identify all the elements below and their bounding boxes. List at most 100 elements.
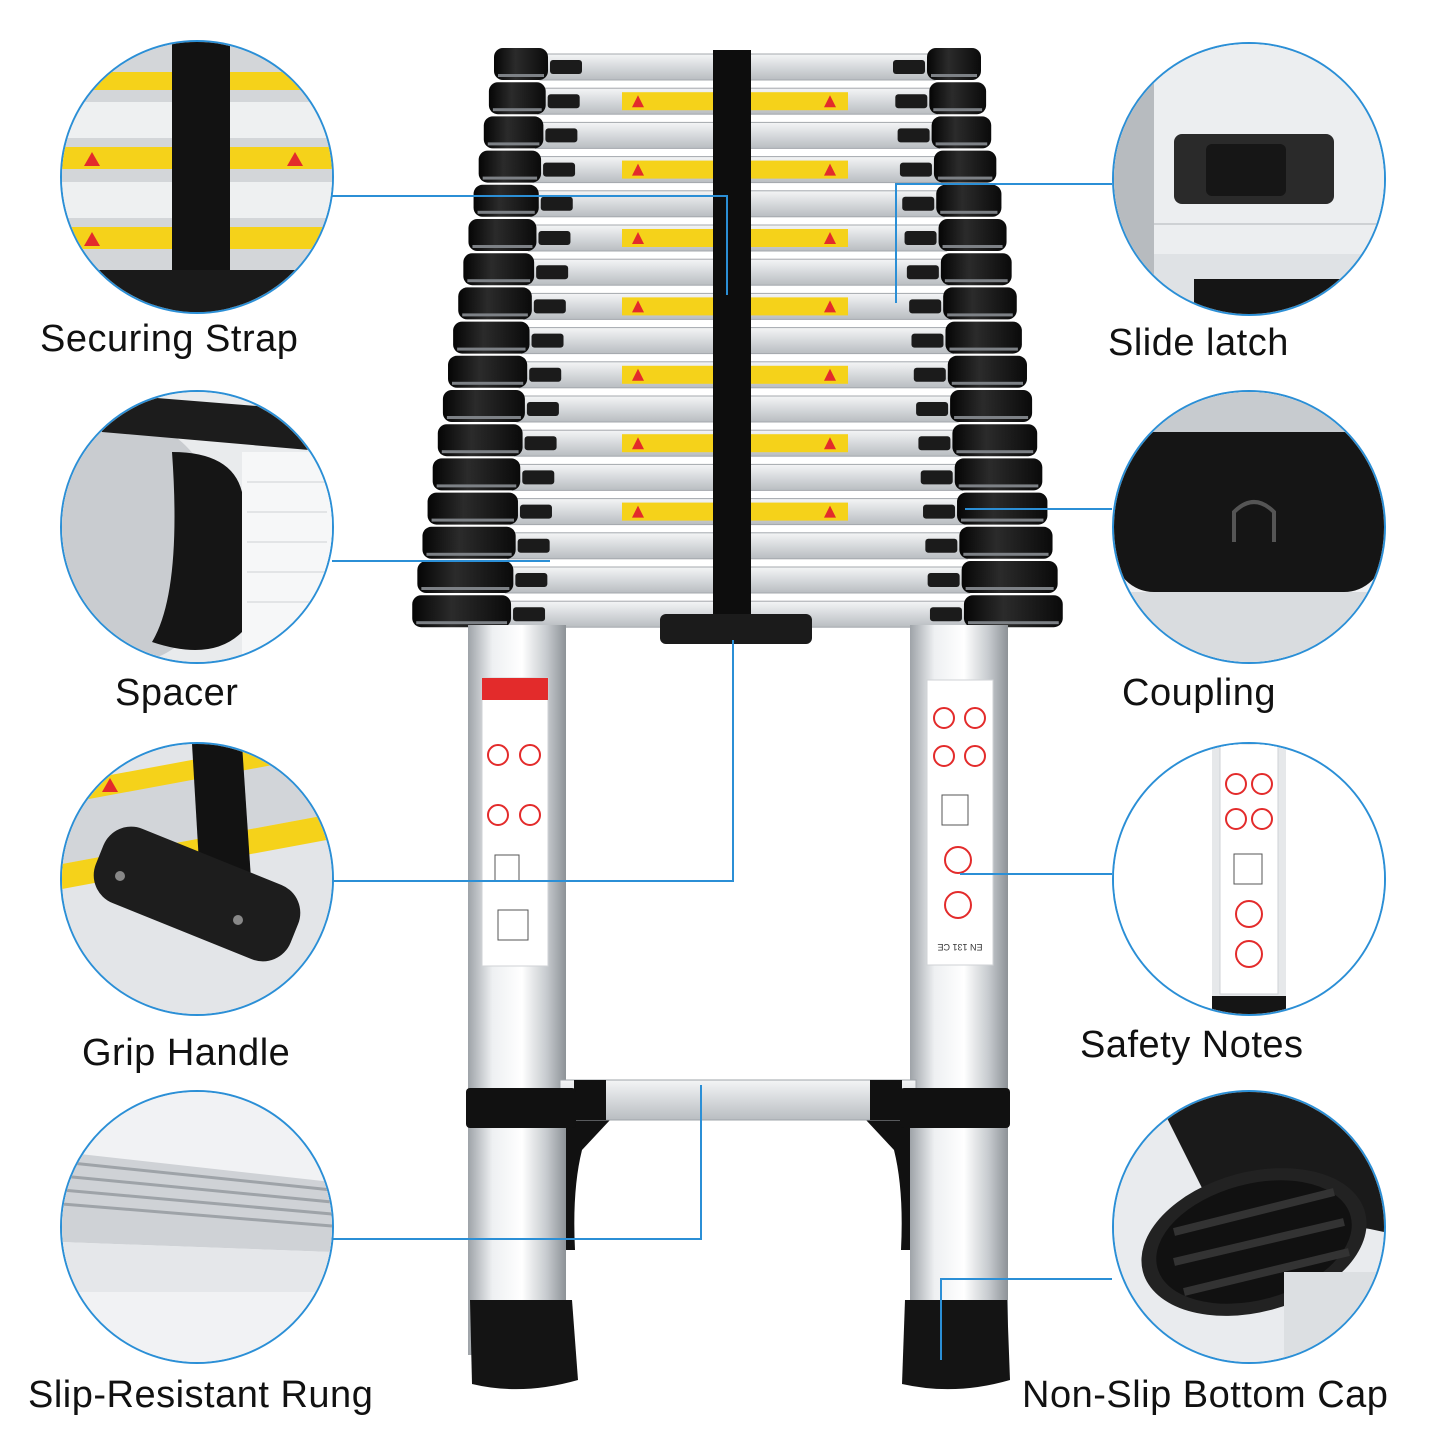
coupling-highlight bbox=[436, 484, 517, 488]
warning-triangle-icon bbox=[824, 232, 836, 244]
warning-triangle-icon bbox=[84, 232, 100, 246]
coupling-highlight bbox=[462, 313, 528, 317]
callout-spacer bbox=[332, 560, 550, 562]
coupling-detail bbox=[1114, 392, 1384, 662]
warning-triangle-icon bbox=[824, 163, 836, 176]
prohibition-icon bbox=[1235, 900, 1263, 928]
rung-end-block bbox=[920, 470, 953, 485]
right-foot-cap bbox=[902, 1300, 1010, 1390]
left-coupling bbox=[453, 321, 530, 354]
left-coupling bbox=[488, 82, 546, 115]
coupling-highlight bbox=[967, 621, 1059, 625]
rung-end-block bbox=[526, 402, 559, 416]
coupling-highlight bbox=[947, 313, 1013, 317]
rung-end-block bbox=[538, 231, 571, 245]
right-brace bbox=[866, 1120, 910, 1250]
rung-end-block bbox=[529, 367, 562, 382]
rung-end-block bbox=[519, 504, 552, 519]
right-coupling bbox=[954, 458, 1043, 491]
rung-end-block bbox=[536, 265, 569, 280]
callout-slide-latch-v bbox=[895, 183, 897, 303]
left-pole-safety-sticker bbox=[481, 677, 549, 967]
left-coupling bbox=[478, 150, 542, 183]
rung-end-block bbox=[550, 60, 582, 74]
coupling-highlight bbox=[467, 279, 531, 283]
coupling-highlight bbox=[951, 381, 1023, 385]
rung-end-block bbox=[547, 94, 580, 109]
coupling-highlight bbox=[498, 74, 544, 77]
rung-end-block bbox=[913, 367, 946, 382]
bubble-spacer bbox=[60, 390, 334, 664]
coupling-highlight bbox=[472, 245, 533, 248]
coupling-highlight bbox=[949, 347, 1018, 351]
coupling-highlight bbox=[426, 552, 512, 556]
right-coupling bbox=[938, 219, 1007, 251]
coupling-highlight bbox=[416, 621, 508, 625]
label-non-slip-bottom-cap: Non-Slip Bottom Cap bbox=[1022, 1374, 1389, 1416]
bubble-grip-handle bbox=[60, 742, 334, 1016]
bubble-coupling bbox=[1112, 390, 1386, 664]
bubble-non-slip-bottom-cap bbox=[1112, 1090, 1386, 1364]
left-coupling bbox=[483, 116, 544, 149]
rung-end-block bbox=[925, 538, 958, 553]
coupling-highlight bbox=[487, 142, 540, 146]
callout-bottom-cap-v bbox=[940, 1278, 942, 1360]
right-coupling bbox=[950, 390, 1033, 422]
slide-latch-detail bbox=[1114, 44, 1384, 314]
bubble-slide-latch bbox=[1112, 42, 1386, 316]
coupling-highlight bbox=[477, 210, 535, 214]
coupling-highlight bbox=[931, 74, 977, 77]
prohibition-icon bbox=[1235, 940, 1263, 968]
bottom-rung bbox=[559, 1079, 917, 1121]
callout-bottom-cap bbox=[940, 1278, 1112, 1280]
coupling-highlight bbox=[446, 416, 521, 419]
warning-triangle-icon bbox=[824, 368, 836, 381]
rung-end-block bbox=[545, 128, 578, 143]
right-coupling bbox=[952, 424, 1038, 457]
left-coupling bbox=[432, 458, 521, 491]
coupling-highlight bbox=[935, 142, 988, 146]
rung-end-block bbox=[533, 299, 566, 314]
warning-triangle-icon bbox=[84, 152, 100, 166]
warning-triangle-icon bbox=[632, 95, 644, 108]
coupling-highlight bbox=[961, 518, 1044, 522]
left-coupling bbox=[448, 355, 528, 388]
rung-end-block bbox=[543, 162, 576, 177]
left-bottom-clamp bbox=[466, 1088, 576, 1128]
warning-triangle-icon bbox=[632, 300, 644, 313]
grip-handle-detail bbox=[62, 744, 332, 1014]
left-coupling bbox=[437, 424, 523, 457]
rung-end-block bbox=[897, 128, 930, 143]
rung-end-block bbox=[522, 470, 555, 485]
coupling-highlight bbox=[457, 347, 526, 351]
left-coupling bbox=[417, 561, 514, 593]
left-coupling bbox=[412, 595, 512, 628]
rung-end-block bbox=[893, 60, 925, 74]
right-coupling bbox=[947, 355, 1027, 388]
warning-triangle-icon bbox=[824, 95, 836, 108]
rung-end-block bbox=[916, 402, 949, 416]
right-coupling bbox=[943, 287, 1017, 320]
left-coupling bbox=[458, 287, 532, 320]
warning-triangle-icon bbox=[632, 505, 644, 518]
warning-triangle-icon bbox=[632, 163, 644, 176]
prohibition-icon bbox=[1225, 808, 1247, 830]
standard-text: EN 131 CE bbox=[937, 942, 982, 952]
rung-end-block bbox=[918, 436, 951, 451]
rung-end-block bbox=[531, 333, 564, 348]
coupling-highlight bbox=[963, 552, 1049, 556]
warning-triangle-icon bbox=[632, 368, 644, 381]
ladder-couplings bbox=[412, 48, 1063, 628]
coupling-highlight bbox=[937, 176, 993, 180]
rung-end-block bbox=[909, 299, 942, 314]
prohibition-icon bbox=[1251, 808, 1273, 830]
coupling-highlight bbox=[940, 210, 998, 214]
rung-end-block bbox=[899, 162, 932, 177]
coupling-highlight bbox=[441, 450, 519, 454]
callout-safety-notes bbox=[960, 873, 1112, 875]
callout-grip-handle-v bbox=[732, 640, 734, 882]
prohibition-icon bbox=[1225, 773, 1247, 795]
coupling-highlight bbox=[944, 279, 1008, 283]
